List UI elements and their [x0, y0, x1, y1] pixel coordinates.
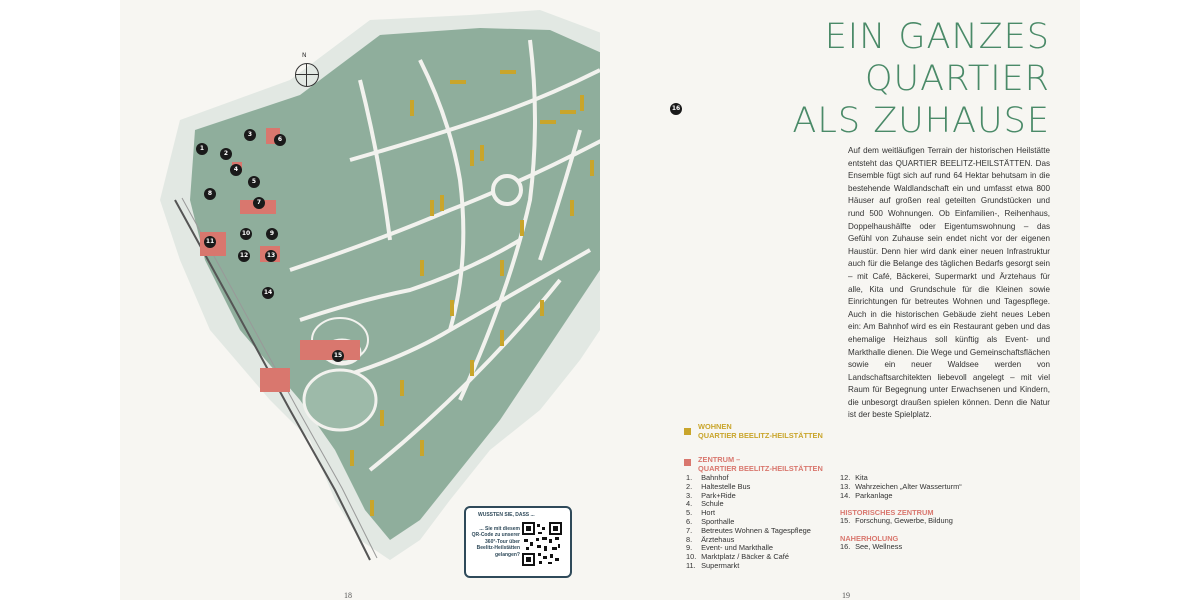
roundabout [491, 174, 523, 206]
legend-item-number: 4. [686, 499, 693, 509]
map-marker-1: 1 [196, 143, 208, 155]
legend-item-label: Marktplatz / Bäcker & Café [701, 552, 789, 562]
legend-item-16: 16. See, Wellness [840, 542, 903, 552]
legend-item-14: 14. Parkanlage [840, 490, 962, 501]
map-marker-6: 6 [274, 134, 286, 146]
legend-item-label: Kita [855, 473, 868, 482]
legend-item-9: 9. Event- und Markthalle [686, 543, 811, 553]
map-marker-8: 8 [204, 188, 216, 200]
legend-item-label: Haltestelle Bus [701, 481, 751, 491]
legend-item-number: 9. [686, 543, 693, 553]
legend-item-4: 4. Schule [686, 499, 811, 509]
park-oval-large [302, 368, 378, 432]
legend-item-label: Betreutes Wohnen & Tagespflege [701, 525, 811, 535]
text-page: EIN GANZES QUARTIER ALS ZUHAUSE Auf dem … [600, 0, 1080, 600]
legend-item-number: 13. [840, 481, 851, 491]
legend-item-1: 1. Bahnhof [686, 473, 811, 483]
legend-item-number: 1. [686, 473, 693, 482]
legend-item-3: 3. Park+Ride [686, 490, 811, 501]
map-marker-10: 10 [240, 228, 252, 240]
legend-item-number: 8. [686, 534, 693, 544]
legend-item-12: 12. Kita [840, 473, 962, 483]
road-network [289, 39, 600, 472]
legend-item-13: 13. Wahrzeichen „Alter Wasserturm“ [840, 481, 962, 492]
legend-item-label: Schule [701, 499, 724, 509]
legend-item-label: Ärztehaus [701, 534, 735, 544]
map-marker-2: 2 [220, 148, 232, 160]
page-number-left: 18 [344, 591, 352, 600]
title-line-1: EIN GANZES [824, 17, 1050, 57]
housing-blocks [350, 70, 594, 516]
naherholung-title: NAHERHOLUNG [840, 534, 899, 544]
railway-2 [181, 197, 378, 559]
map-marker-13: 13 [265, 250, 277, 262]
legend-item-label: Parkanlage [855, 490, 893, 500]
map-marker-14: 14 [262, 287, 274, 299]
map-marker-9: 9 [266, 228, 278, 240]
legend-item-7: 7. Betreutes Wohnen & Tagespflege [686, 525, 811, 536]
legend-item-label: Hort [701, 508, 716, 518]
legend-item-label: Park+Ride [701, 490, 736, 500]
legend-item-label: Bahnhof [701, 473, 729, 482]
legend-item-10: 10. Marktplatz / Bäcker & Café [686, 552, 811, 562]
legend-item-label: Supermarkt [701, 560, 740, 570]
legend-item-label: Sporthalle [701, 516, 735, 526]
title-line-3: ALS ZUHAUSE [792, 101, 1050, 141]
legend-item-number: 3. [686, 490, 693, 500]
historisch-title: HISTORISCHES ZENTRUM [840, 508, 934, 518]
legend-item-6: 6. Sporthalle [686, 516, 811, 527]
legend-item-11: 11. Supermarkt [686, 560, 811, 571]
legend-item-number: 11. [686, 560, 696, 570]
map-marker-15: 15 [332, 350, 344, 362]
page-title: EIN GANZES QUARTIER ALS ZUHAUSE [792, 16, 1050, 142]
wohnen-subtitle: QUARTIER BEELITZ-HEILSTÄTTEN [698, 431, 823, 440]
title-line-2: QUARTIER [864, 59, 1050, 99]
body-paragraph: Auf dem weitläufigen Terrain der histori… [848, 146, 1050, 420]
legend-item-5: 5. Hort [686, 508, 811, 518]
zentrum-swatch [684, 459, 691, 466]
legend-item-number: 10. [686, 552, 697, 562]
wohnen-title: WOHNEN [698, 422, 732, 431]
railway [174, 199, 371, 561]
legend-item-number: 5. [686, 508, 693, 518]
map-marker-4: 4 [230, 164, 242, 176]
map-marker-16-lake: 16 [670, 103, 682, 115]
legend-item-number: 14. [840, 490, 851, 500]
legend-item-number: 6. [686, 516, 693, 526]
site-map [160, 10, 600, 561]
map-page: N 1 2 3 4 5 6 7 8 9 10 11 12 13 14 15 16 [120, 0, 600, 600]
zentrum-title: ZENTRUM – [698, 455, 741, 464]
map-marker-7: 7 [253, 197, 265, 209]
map-marker-5: 5 [248, 176, 260, 188]
legend-item-15: 15. Forschung, Gewerbe, Bildung [840, 516, 953, 526]
map-marker-11: 11 [204, 236, 216, 248]
qr-code-icon[interactable] [522, 522, 562, 566]
legend-item-label: Event- und Markthalle [701, 543, 773, 553]
legend-item-label: Wahrzeichen „Alter Wasserturm“ [855, 481, 962, 491]
compass-icon [295, 63, 319, 87]
legend-item-number: 2. [686, 481, 693, 491]
map-marker-3: 3 [244, 129, 256, 141]
compass-north-label: N [302, 52, 307, 59]
legend-zentrum: ZENTRUM – QUARTIER BEELITZ-HEILSTÄTTEN [684, 455, 823, 473]
legend-item-number: 7. [686, 525, 693, 535]
legend-item-number: 12. [840, 473, 851, 482]
qr-description: ... Sie mit diesem QR-Code zu unserer 36… [471, 526, 520, 558]
zentrum-subtitle: QUARTIER BEELITZ-HEILSTÄTTEN [698, 464, 823, 473]
wohnen-swatch [684, 428, 691, 435]
map-marker-12: 12 [238, 250, 250, 262]
legend-item-8: 8. Ärztehaus [686, 534, 811, 545]
legend-item-2: 2. Haltestelle Bus [686, 481, 811, 492]
qr-heading: WUSSTEN SIE, DASS ... [478, 512, 535, 518]
page-number-right: 19 [842, 591, 850, 600]
site-area [190, 28, 600, 540]
legend-wohnen: WOHNEN QUARTIER BEELITZ-HEILSTÄTTEN [684, 422, 823, 440]
